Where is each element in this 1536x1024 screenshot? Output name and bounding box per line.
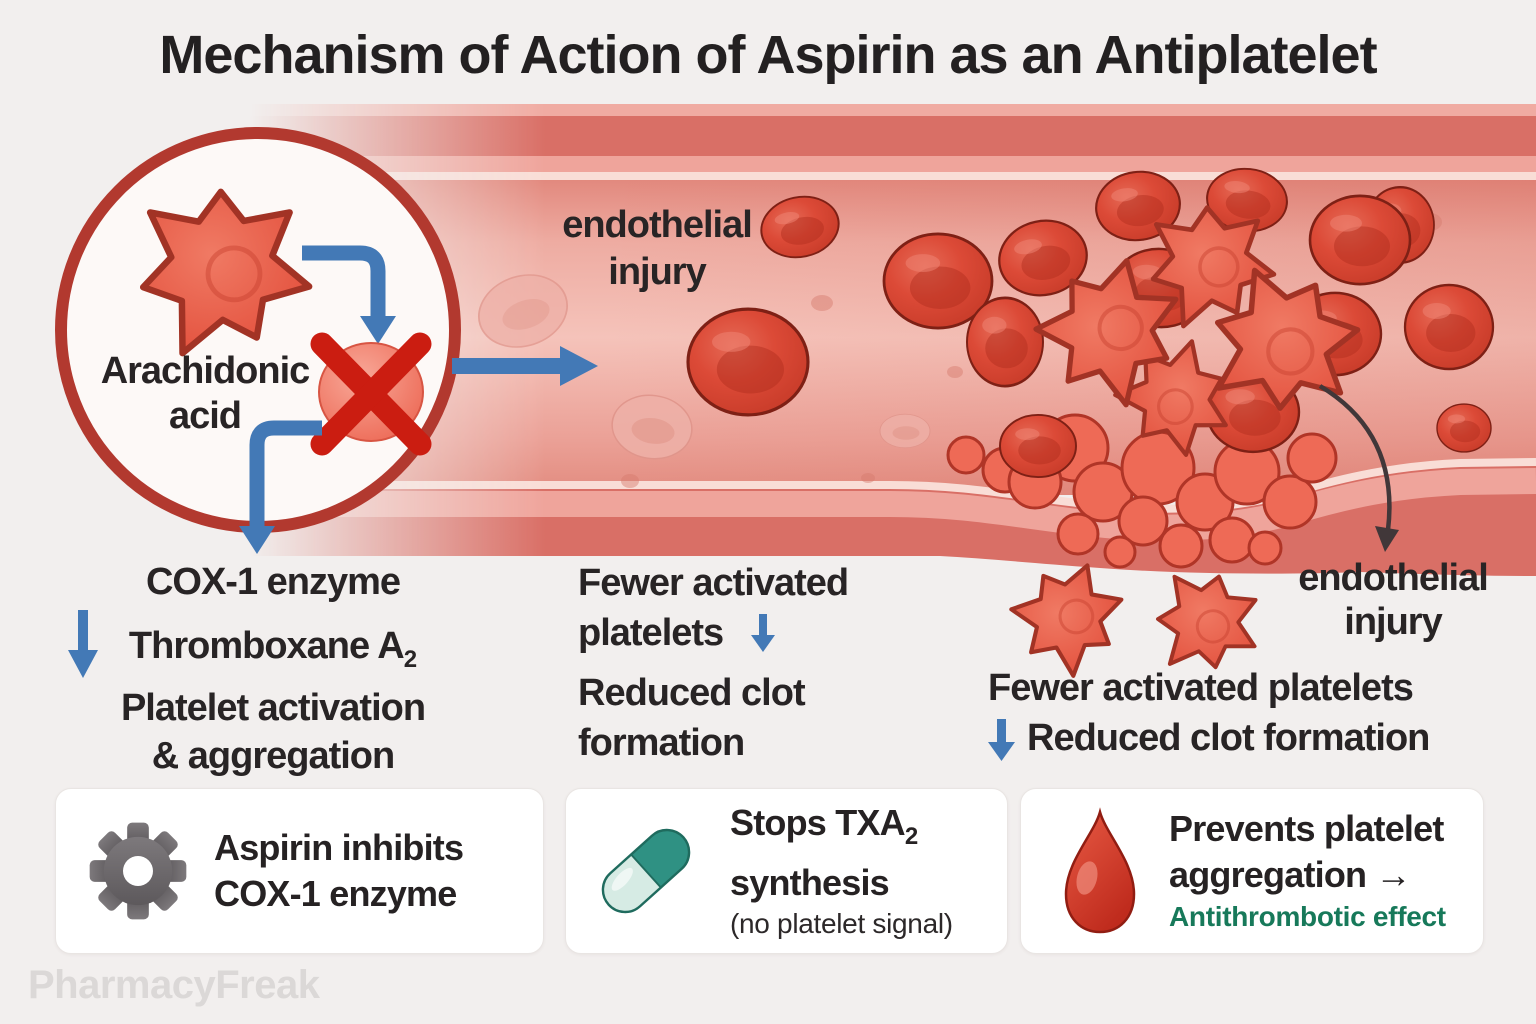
endothelial-injury-top-line1: endothelial <box>562 204 753 246</box>
platelets-label: platelets <box>578 612 724 654</box>
info-card-stops-txa2: Stops TXA2 synthesis (no platelet signal… <box>565 788 1008 954</box>
magnifier-circle <box>55 127 461 554</box>
card2-line2: synthesis <box>730 862 890 903</box>
endothelial-injury-label-top: endothelial injury <box>490 202 824 296</box>
aggregation-label: & aggregation <box>151 735 395 777</box>
pill-icon <box>601 828 691 914</box>
cox1-pathway-text: COX-1 enzyme Thromboxane A2 Platelet act… <box>58 558 488 780</box>
down-arrow-icon <box>68 610 98 678</box>
arachidonic-acid-line1: Arachidonic <box>100 350 311 392</box>
thromboxane-label: Thromboxane A2 <box>128 625 418 673</box>
blood-drop-icon <box>1064 807 1136 934</box>
card3-line1: Prevents platelet <box>1169 808 1444 849</box>
down-arrow-icon <box>988 719 1015 761</box>
red-blood-cell <box>879 413 931 449</box>
plasma-speckles <box>621 213 1442 488</box>
cox-enzyme-blocked-icon <box>310 332 432 456</box>
arrow-elbow-left-down-icon <box>239 420 322 554</box>
curved-pointer-arrow <box>1318 384 1399 552</box>
gear-icon <box>89 822 187 920</box>
x-mark-icon <box>310 332 432 456</box>
fewer-activated-platelets-label: Fewer activated platelets <box>988 667 1414 709</box>
endothelial-injury-top-line2: injury <box>608 251 706 293</box>
fewer-activated-label: Fewer activated <box>578 562 849 604</box>
info-card-aspirin-inhibits: Aspirin inhibits COX-1 enzyme <box>55 788 544 954</box>
reduced-clot-formation-label: Reduced clot formation <box>1027 717 1430 759</box>
formation-label: formation <box>578 722 745 764</box>
info-card-prevents-aggregation: Prevents platelet aggregation → Antithro… <box>1020 788 1484 954</box>
arrow-right-icon <box>452 346 598 386</box>
card1-line2: COX-1 enzyme <box>214 873 457 914</box>
right-outcome-text: Fewer activated platelets Reduced clot f… <box>988 664 1478 762</box>
platelet-activation-label: Platelet activation <box>120 687 426 729</box>
arachidonic-acid-label: Arachidonic acid <box>58 349 352 439</box>
middle-outcome-text: Fewer activated platelets Reduced clot f… <box>578 558 918 768</box>
endothelial-injury-label-right: endothelial injury <box>1240 556 1536 644</box>
arachidonic-acid-line2: acid <box>168 395 242 437</box>
card1-line1: Aspirin inhibits <box>214 827 464 868</box>
down-arrow-icon <box>751 614 776 652</box>
card2-line1: Stops TXA2 <box>730 802 919 850</box>
reduced-clot-label: Reduced clot <box>578 672 806 714</box>
card2-note: (no platelet signal) <box>730 908 953 939</box>
endothelial-injury-right-line2: injury <box>1344 601 1442 643</box>
card3-line2: aggregation → <box>1169 854 1411 895</box>
page-title: Mechanism of Action of Aspirin as an Ant… <box>159 25 1377 85</box>
arrow-elbow-down-icon <box>302 245 396 344</box>
watermark: PharmacyFreak <box>28 963 320 1007</box>
antithrombotic-effect-label: Antithrombotic effect <box>1169 901 1446 932</box>
endothelial-injury-right-line1: endothelial <box>1298 557 1489 599</box>
cox1-enzyme-label: COX-1 enzyme <box>145 561 401 603</box>
